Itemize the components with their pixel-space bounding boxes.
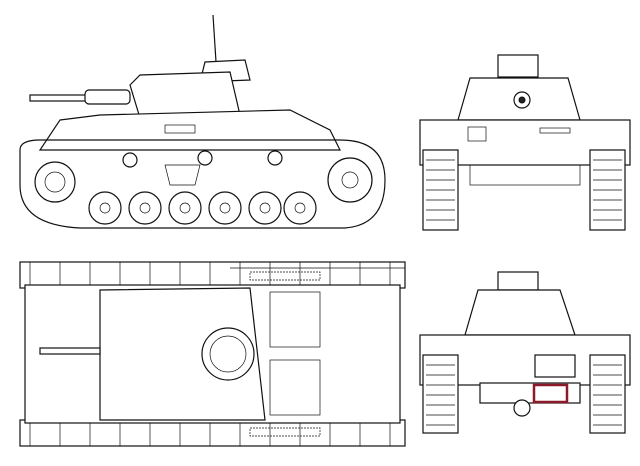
top-view xyxy=(19,261,406,447)
highlight-box xyxy=(532,383,569,404)
road-wheels xyxy=(88,191,317,225)
rear-view xyxy=(419,271,631,434)
side-view xyxy=(19,14,386,229)
front-view xyxy=(419,54,631,231)
